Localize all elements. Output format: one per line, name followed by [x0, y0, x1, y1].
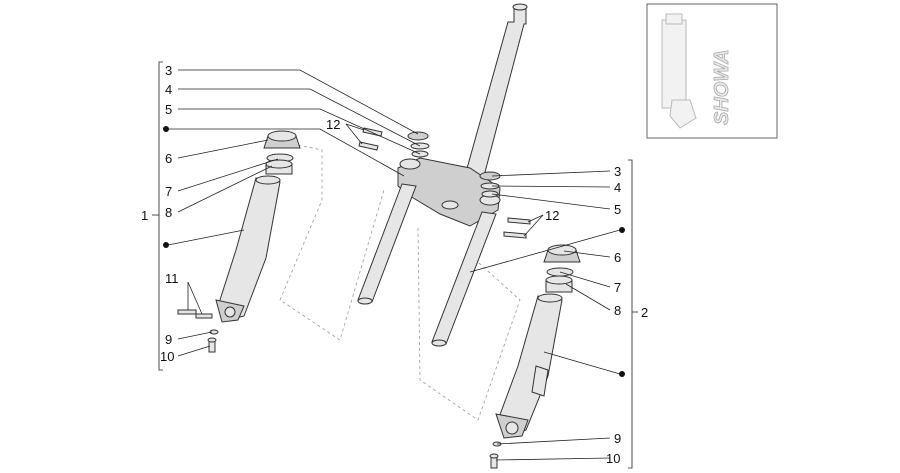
small-parts-left	[177, 309, 219, 353]
right-top-washers	[479, 171, 501, 198]
fork-tubes	[357, 183, 497, 347]
label-5-right: 5	[614, 202, 621, 217]
bullet-dot-icon	[163, 126, 169, 132]
label-7-right: 7	[614, 280, 621, 295]
right-cap-stack	[543, 244, 581, 293]
bullet-dot-icon	[163, 242, 169, 248]
bolts-12-right	[503, 217, 531, 239]
labels-right: 3 4 5 12 6 7 8 2 9 10	[545, 164, 648, 466]
group-1-bracket	[152, 61, 163, 371]
label-8-left: 8	[165, 205, 172, 220]
label-8-right: 8	[614, 303, 621, 318]
left-cap-stack	[263, 130, 301, 175]
dashed-guides	[279, 144, 521, 421]
group-2-bracket	[628, 159, 638, 469]
label-9-right: 9	[614, 431, 621, 446]
left-slider	[215, 175, 281, 323]
label-9-left: 9	[165, 332, 172, 347]
label-6-right: 6	[614, 250, 621, 265]
label-4-right: 4	[614, 180, 621, 195]
steering-stem	[465, 3, 528, 177]
leader-lines	[167, 69, 621, 461]
right-slider	[495, 293, 563, 439]
label-4-left: 4	[165, 82, 172, 97]
label-11-left: 11	[165, 271, 179, 286]
inset-brand-text: SHOWA	[711, 49, 733, 125]
inset-panel: SHOWA	[646, 3, 778, 139]
bullet-dot-icon	[619, 371, 625, 377]
bullet-dot-icon	[619, 227, 625, 233]
label-6-left: 6	[165, 151, 172, 166]
label-12-left: 12	[326, 117, 340, 132]
label-10-left: 10	[160, 349, 174, 364]
label-5-left: 5	[165, 102, 172, 117]
label-3-right: 3	[614, 164, 621, 179]
bullet-dots	[163, 126, 625, 377]
label-1: 1	[141, 208, 148, 223]
label-2: 2	[641, 305, 648, 320]
labels-left: 3 4 5 6 7 8 1 11 9 10 12	[141, 63, 340, 364]
bolts-12-left	[358, 127, 383, 151]
small-parts-right	[489, 441, 502, 469]
label-3-left: 3	[165, 63, 172, 78]
label-10-right: 10	[606, 451, 620, 466]
label-12-right: 12	[545, 208, 559, 223]
label-7-left: 7	[165, 184, 172, 199]
